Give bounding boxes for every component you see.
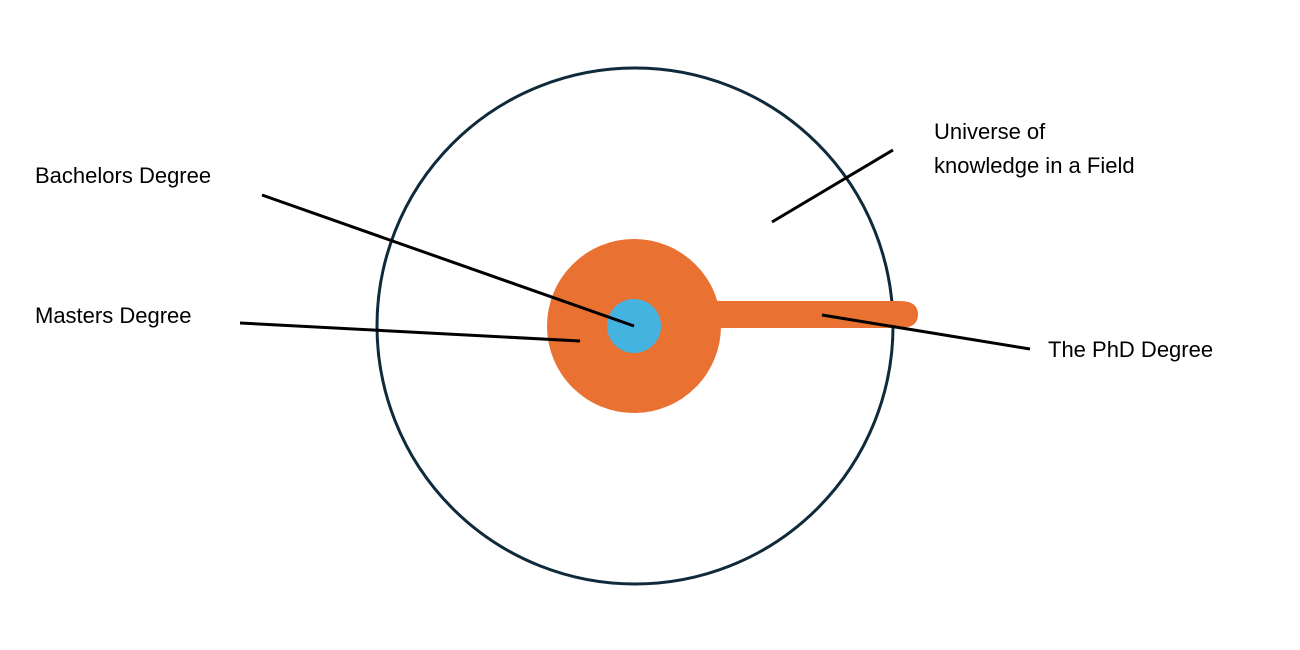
masters-label: Masters Degree: [35, 303, 192, 328]
phd-label: The PhD Degree: [1048, 337, 1213, 362]
universe-label-line1: Universe of: [934, 119, 1046, 144]
bachelors-leader-line: [261, 193, 635, 328]
masters-leader-line: [239, 321, 581, 343]
phd-leader-line: [821, 313, 1031, 351]
universe-label-line2: knowledge in a Field: [934, 153, 1135, 178]
bachelors-label: Bachelors Degree: [35, 163, 211, 188]
universe-leader-line: [771, 148, 894, 224]
